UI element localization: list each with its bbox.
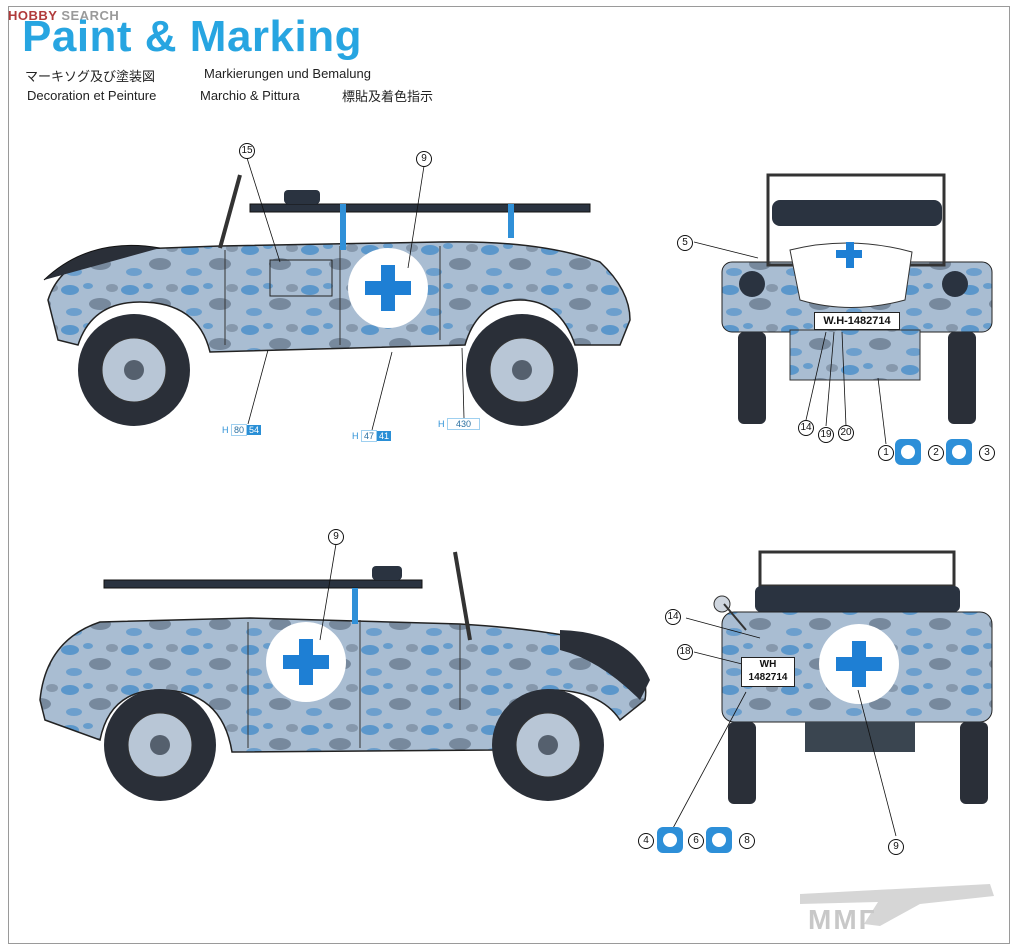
side-view-right [39,551,650,801]
side-view-left [43,174,631,426]
callout-14-front: 14 [798,419,814,436]
callout-9-top: 9 [416,150,432,167]
callout-19: 19 [818,426,834,443]
callout-2: 2 [928,444,944,461]
callout-18: 18 [677,643,693,660]
callout-6: 6 [688,832,704,849]
cross-insignia-icon [706,827,732,853]
callout-20: 20 [838,424,854,441]
cross-insignia-icon [895,439,921,465]
cross-insignia-icon [946,439,972,465]
cross-insignia-icon [657,827,683,853]
front-license-plate: W.H-1482714 [814,312,900,330]
subtitle-zh: 標貼及着色指示 [342,89,434,104]
callout-3: 3 [979,444,995,461]
callout-1: 1 [878,444,894,461]
callout-8: 8 [739,832,755,849]
watermark-gun-icon [800,884,994,926]
callout-9-rear: 9 [888,838,904,855]
rear-view [713,550,993,804]
callout-5: 5 [677,234,693,251]
subtitle-de: Markierungen und Bemalung [204,66,371,81]
callout-9-side: 9 [328,528,344,545]
subtitle-it: Marchio & Pittura [200,88,300,103]
rear-license-plate: WH 1482714 [741,657,795,687]
paint-code: H 430 [438,418,481,430]
subtitle-fr: Decoration et Peinture [27,88,157,103]
subtitle-ja: マーキソグ及び塗装図 [25,69,156,84]
callout-4: 4 [638,832,654,849]
page-frame [8,6,1010,944]
watermark-logo: HOBBY SEARCH [8,8,120,23]
front-view [721,173,993,424]
page-title: Paint & Marking [22,12,362,61]
callout-15: 15 [239,142,255,159]
corner-watermark-logo: ММГ [808,904,877,935]
callout-14-rear: 14 [665,608,681,625]
